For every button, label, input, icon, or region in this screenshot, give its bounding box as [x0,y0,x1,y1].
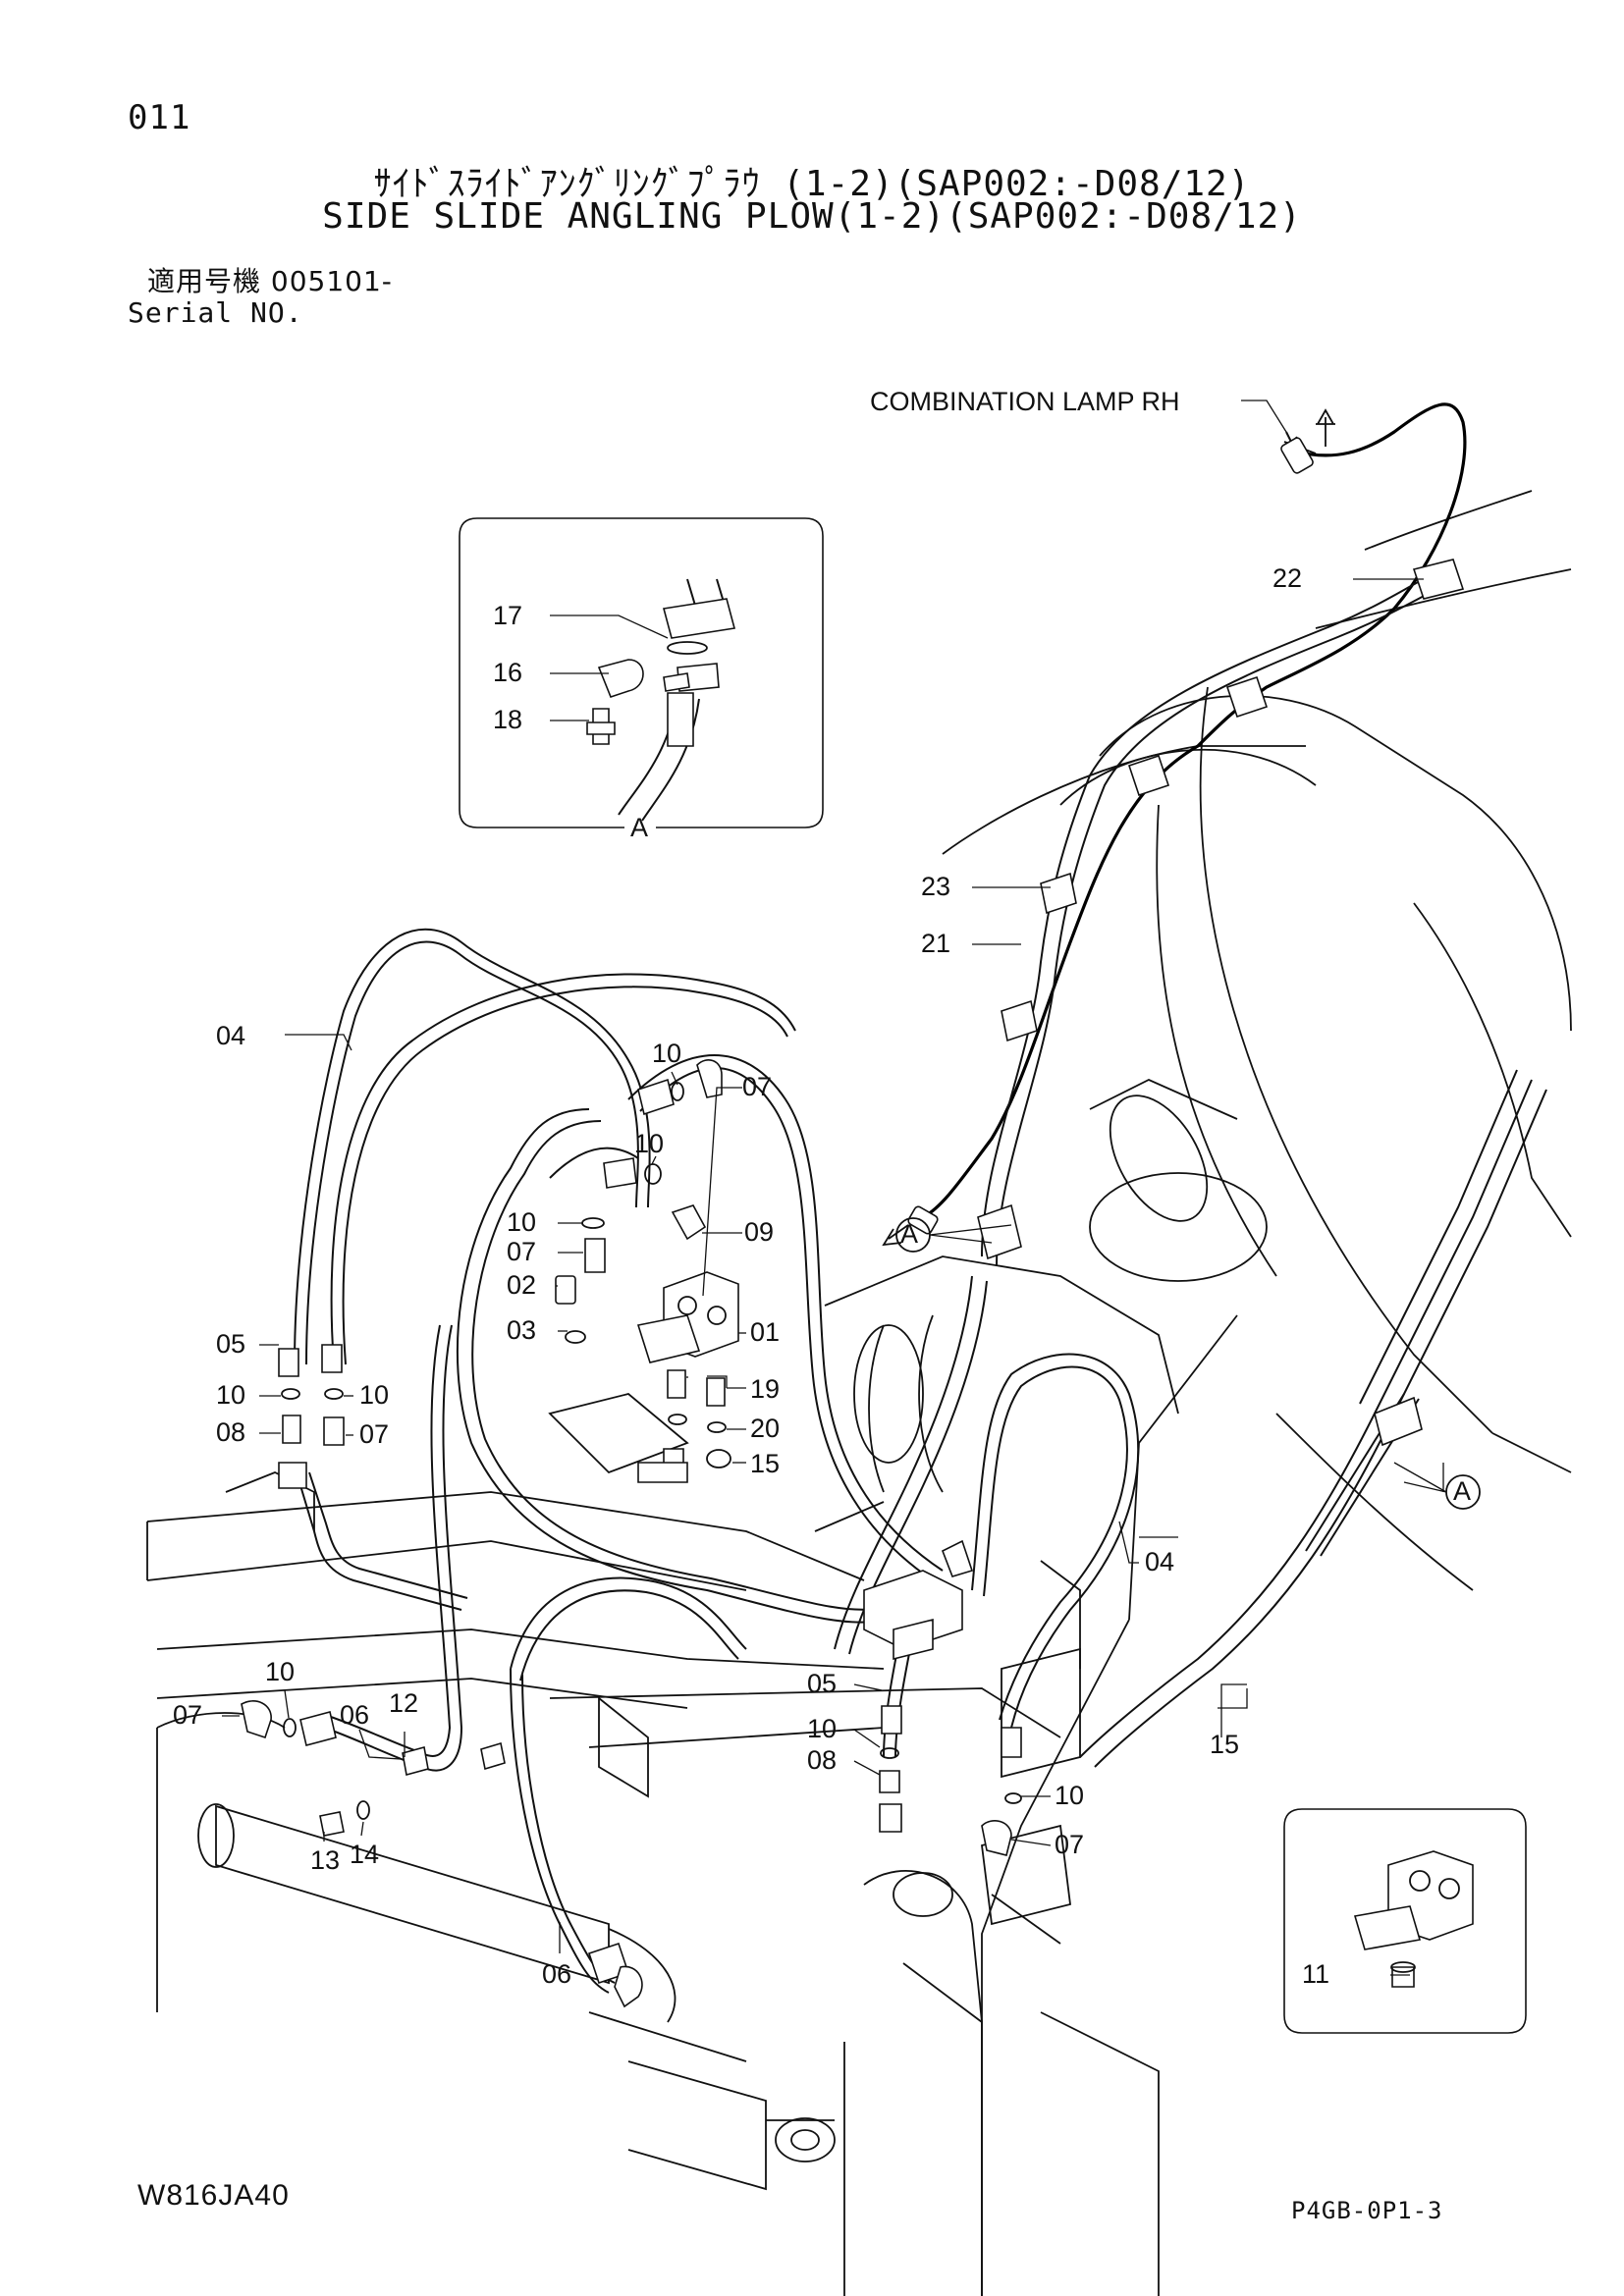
lamp-wiring [882,402,1467,1247]
page-number: 011 [128,98,191,137]
label-22: 22 [1272,563,1302,593]
sheet-code: P4GB-0P1-3 [1291,2197,1443,2224]
detail-inset-a [459,517,824,830]
part-labels: COMBINATION LAMP RH 22 23 21 17 16 18 A … [173,387,1471,1989]
label-08-left: 08 [216,1417,245,1447]
label-13: 13 [310,1845,340,1875]
label-12: 12 [389,1688,418,1718]
label-10-g: 10 [1055,1781,1084,1810]
label-07-mid: 07 [507,1237,536,1266]
label-02: 02 [507,1270,536,1300]
title-english: SIDE SLIDE ANGLING PLOW(1-2)(SAP002:-D08… [322,196,1302,237]
serial-label-en: Serial NO. [128,296,303,329]
detail-inset-11 [1283,1808,1527,2034]
label-detail-a: A [630,813,648,842]
label-01: 01 [750,1317,780,1347]
label-04-left: 04 [216,1021,245,1050]
label-10-e: 10 [359,1380,389,1410]
label-10-a: 10 [652,1039,681,1068]
machine-body-outline [146,490,1572,2296]
label-20: 20 [750,1414,780,1443]
label-combination-lamp: COMBINATION LAMP RH [870,387,1180,416]
label-15-right: 15 [1210,1730,1239,1759]
title-japanese: ｻｲﾄﾞｽﾗｲﾄﾞｱﾝｸﾞﾘﾝｸﾞﾌﾟﾗｳ (1-2)(SAP002:-D08/… [373,164,1251,204]
label-10-d: 10 [216,1380,245,1410]
label-19: 19 [750,1374,780,1404]
label-23: 23 [921,872,950,901]
view-a-markers [895,1217,1481,1510]
label-10-h: 10 [265,1657,295,1686]
label-18: 18 [493,705,522,734]
drawing-code: W816JA40 [137,2179,290,2212]
leader-lines [222,400,1444,1976]
label-07-right: 07 [1055,1830,1084,1859]
label-05-left: 05 [216,1329,245,1359]
label-05-bottom: 05 [807,1669,837,1698]
serial-label-jp: 適用号機 005101- [147,265,393,297]
label-06-mid: 06 [340,1700,369,1730]
label-11: 11 [1302,1959,1329,1989]
fittings [241,559,1465,2008]
label-07-left: 07 [173,1700,202,1730]
label-03: 03 [507,1315,536,1345]
label-10-b: 10 [634,1129,664,1158]
hydraulic-hoses [294,578,1547,1994]
label-10-c: 10 [507,1207,536,1237]
label-15-mid: 15 [750,1449,780,1478]
label-17: 17 [493,601,522,630]
label-08-bottom: 08 [807,1745,837,1775]
label-07-lower: 07 [359,1419,389,1449]
label-06-bottom: 06 [542,1959,571,1989]
label-04-right: 04 [1145,1547,1174,1576]
label-view-a-left: A [900,1219,918,1249]
label-view-a-right: A [1453,1476,1471,1506]
label-14: 14 [350,1840,379,1869]
label-07-top: 07 [742,1072,772,1101]
label-10-f: 10 [807,1714,837,1743]
label-21: 21 [921,929,950,958]
label-09: 09 [744,1217,774,1247]
label-16: 16 [493,658,522,687]
